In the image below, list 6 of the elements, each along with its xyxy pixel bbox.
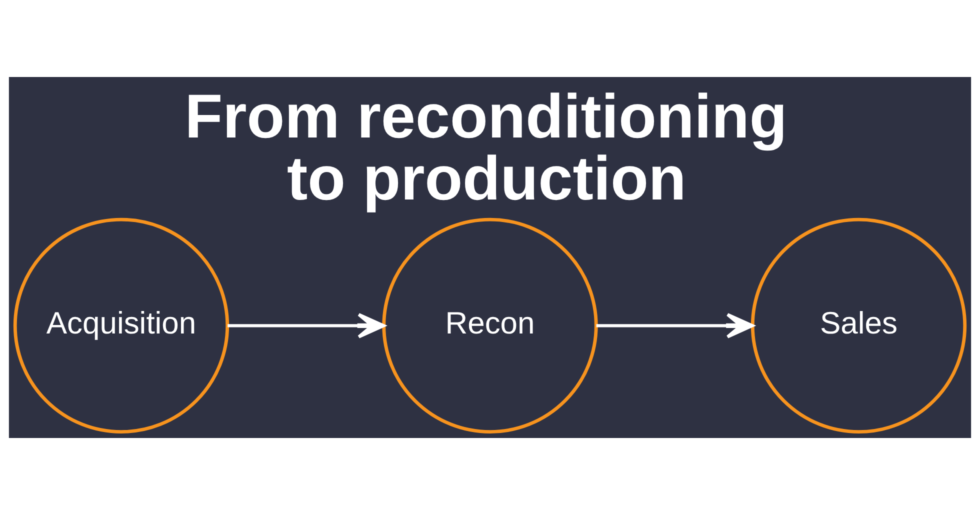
arrow (228, 312, 386, 338)
arrow (596, 312, 754, 338)
node-circle: Recon (382, 217, 598, 433)
diagram-title: From reconditioning to production (184, 82, 788, 213)
node-circle: Acquisition (13, 217, 230, 433)
node-circle: Sales (750, 217, 967, 433)
